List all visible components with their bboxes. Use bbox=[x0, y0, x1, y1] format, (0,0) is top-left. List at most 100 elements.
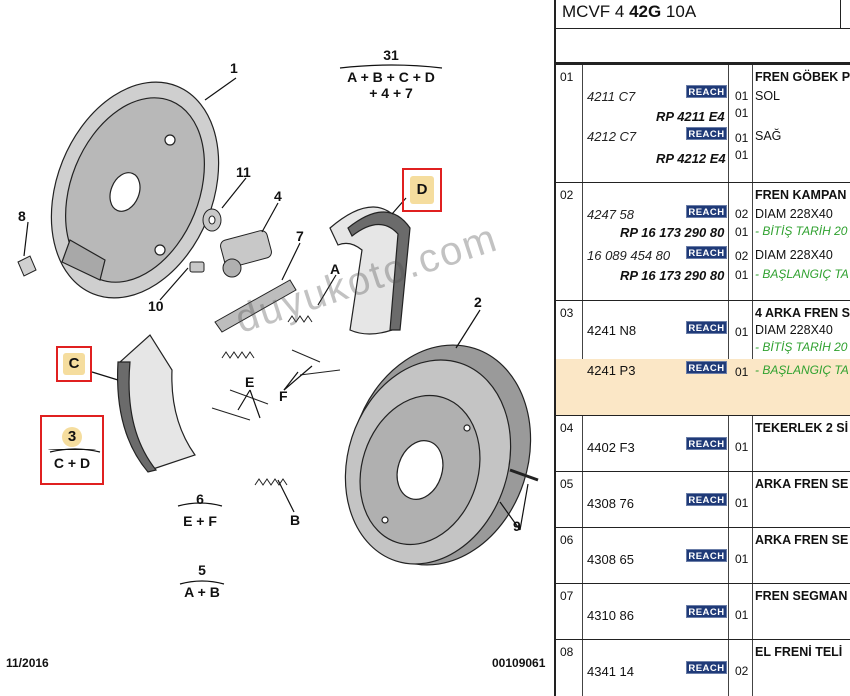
table-row[interactable]: 04 4402 F3 REACH 01 TEKERLEK 2 Sİ bbox=[556, 415, 850, 471]
callout-11: 11 bbox=[236, 164, 251, 180]
part-ref[interactable]: 4241 P3 bbox=[587, 363, 636, 378]
row-title: ARKA FREN SE bbox=[755, 477, 849, 491]
reach-badge: REACH bbox=[686, 605, 727, 618]
table-row[interactable]: 08 4341 14 REACH 02 EL FRENİ TELİ bbox=[556, 639, 850, 696]
callout-a: A bbox=[330, 261, 341, 277]
shoe-d-drawing bbox=[329, 206, 411, 335]
reach-badge: REACH bbox=[686, 321, 727, 334]
backing-plate-drawing bbox=[50, 81, 220, 299]
group-31-line2: + 4 + 7 bbox=[369, 85, 413, 101]
brake-drawing bbox=[17, 64, 539, 585]
model-code-b: 42G bbox=[629, 2, 662, 21]
row-title: ARKA FREN SE bbox=[755, 533, 849, 547]
part-ref[interactable]: 4212 C7 bbox=[587, 129, 637, 144]
group-31-line1: A + B + C + D bbox=[347, 69, 435, 85]
label-d-box: D bbox=[402, 168, 442, 212]
row-index: 08 bbox=[560, 645, 574, 659]
row-index: 04 bbox=[560, 421, 574, 435]
group-6-number: 6 bbox=[196, 491, 204, 507]
row-title: FREN KAMPAN bbox=[755, 188, 847, 202]
date-stamp: 11/2016 bbox=[6, 656, 49, 670]
qty: 01 bbox=[735, 268, 749, 282]
reach-badge: REACH bbox=[686, 246, 727, 259]
row-index: 01 bbox=[560, 70, 574, 84]
part-ref[interactable]: 4308 76 bbox=[587, 496, 634, 511]
part-ref[interactable]: 4211 C7 bbox=[587, 89, 636, 104]
part-desc: SAĞ bbox=[755, 129, 782, 143]
qty: 01 bbox=[735, 106, 749, 120]
label-c: C bbox=[63, 353, 85, 375]
part-note: - BİTİŞ TARİH 20 bbox=[755, 224, 848, 238]
row-title: 4 ARKA FREN S bbox=[755, 306, 850, 320]
callout-8: 8 bbox=[18, 208, 26, 224]
callout-b: B bbox=[290, 512, 301, 528]
part-desc: DIAM 228X40 bbox=[755, 248, 833, 262]
row-index: 02 bbox=[560, 188, 574, 202]
parts-table: MCVF 4 42G 10A 01 FREN GÖBEK P 4211 C7 R… bbox=[554, 0, 850, 696]
group-3-line1: C + D bbox=[53, 455, 91, 471]
part-note: - BAŞLANGIÇ TA bbox=[755, 267, 849, 281]
qty: 01 bbox=[735, 365, 749, 379]
reach-badge: REACH bbox=[686, 205, 727, 218]
wheel-cylinder-drawing bbox=[220, 230, 272, 268]
part-ref[interactable]: 4247 58 bbox=[587, 207, 634, 222]
table-row[interactable]: 07 4310 86 REACH 01 FREN SEGMAN bbox=[556, 583, 850, 639]
label-d: D bbox=[410, 176, 434, 204]
table-row[interactable]: 02 FREN KAMPAN 4247 58 REACH 02 DIAM 228… bbox=[556, 182, 850, 300]
callout-e: E bbox=[245, 374, 255, 390]
callout-4: 4 bbox=[274, 188, 282, 204]
callout-1: 1 bbox=[230, 60, 238, 76]
qty: 02 bbox=[735, 207, 749, 221]
row-title: FREN SEGMAN bbox=[755, 589, 848, 603]
table-row[interactable]: 05 4308 76 REACH 01 ARKA FREN SE bbox=[556, 471, 850, 527]
row-index: 06 bbox=[560, 533, 574, 547]
model-header: MCVF 4 42G 10A bbox=[556, 0, 850, 28]
qty: 01 bbox=[735, 225, 749, 239]
reach-badge: REACH bbox=[686, 661, 727, 674]
exploded-diagram: 1 2 4 7 8 9 10 11 A B E F 31 A + B + C +… bbox=[6, 47, 546, 670]
group-5: 5 A + B bbox=[178, 562, 226, 600]
brake-drum-drawing bbox=[344, 344, 539, 566]
part-ref[interactable]: 4402 F3 bbox=[587, 440, 635, 455]
part-ref[interactable]: RP 4211 E4 bbox=[656, 109, 725, 124]
row-index: 03 bbox=[560, 306, 574, 320]
group-5-line1: A + B bbox=[184, 584, 220, 600]
qty: 01 bbox=[735, 325, 749, 339]
reach-badge: REACH bbox=[686, 437, 727, 450]
part-ref[interactable]: 4310 86 bbox=[587, 608, 634, 623]
part-ref[interactable]: RP 4212 E4 bbox=[656, 151, 726, 166]
table-row[interactable]: 03 4 ARKA FREN S 4241 N8 REACH 01 DIAM 2… bbox=[556, 300, 850, 416]
part-ref[interactable]: 4241 N8 bbox=[587, 323, 637, 338]
callout-9: 9 bbox=[513, 518, 521, 534]
diagram-code: 00109061 bbox=[492, 656, 546, 670]
part-desc: DIAM 228X40 bbox=[755, 207, 833, 221]
row-index: 05 bbox=[560, 477, 574, 491]
group-3-number: 3 bbox=[62, 427, 82, 447]
part-ref[interactable]: 16 089 454 80 bbox=[587, 248, 671, 263]
label-c-box: C bbox=[56, 346, 92, 382]
callout-10: 10 bbox=[148, 298, 164, 314]
reach-badge: REACH bbox=[686, 85, 727, 98]
qty: 01 bbox=[735, 608, 749, 622]
row-title: FREN GÖBEK P bbox=[755, 70, 850, 84]
part-ref[interactable]: 4341 14 bbox=[587, 664, 634, 679]
reach-badge: REACH bbox=[686, 361, 727, 374]
part-ref[interactable]: RP 16 173 290 80 bbox=[620, 268, 725, 283]
callout-7: 7 bbox=[296, 228, 304, 244]
part-ref[interactable]: 4308 65 bbox=[587, 552, 634, 567]
model-code-a: MCVF 4 bbox=[562, 2, 630, 21]
reach-badge: REACH bbox=[686, 493, 727, 506]
group-6-line1: E + F bbox=[183, 513, 217, 529]
shoe-c-drawing bbox=[116, 334, 196, 473]
table-row[interactable]: 06 4308 65 REACH 01 ARKA FREN SE bbox=[556, 527, 850, 583]
row-title: TEKERLEK 2 Sİ bbox=[755, 421, 849, 435]
qty: 01 bbox=[735, 89, 749, 103]
table-row[interactable]: 01 FREN GÖBEK P 4211 C7 REACH 01 SOL RP … bbox=[556, 64, 850, 182]
qty: 01 bbox=[735, 496, 749, 510]
reach-badge: REACH bbox=[686, 549, 727, 562]
part-ref[interactable]: RP 16 173 290 80 bbox=[620, 225, 725, 240]
qty: 01 bbox=[735, 440, 749, 454]
callout-f: F bbox=[279, 388, 288, 404]
qty: 01 bbox=[735, 552, 749, 566]
qty: 02 bbox=[735, 249, 749, 263]
